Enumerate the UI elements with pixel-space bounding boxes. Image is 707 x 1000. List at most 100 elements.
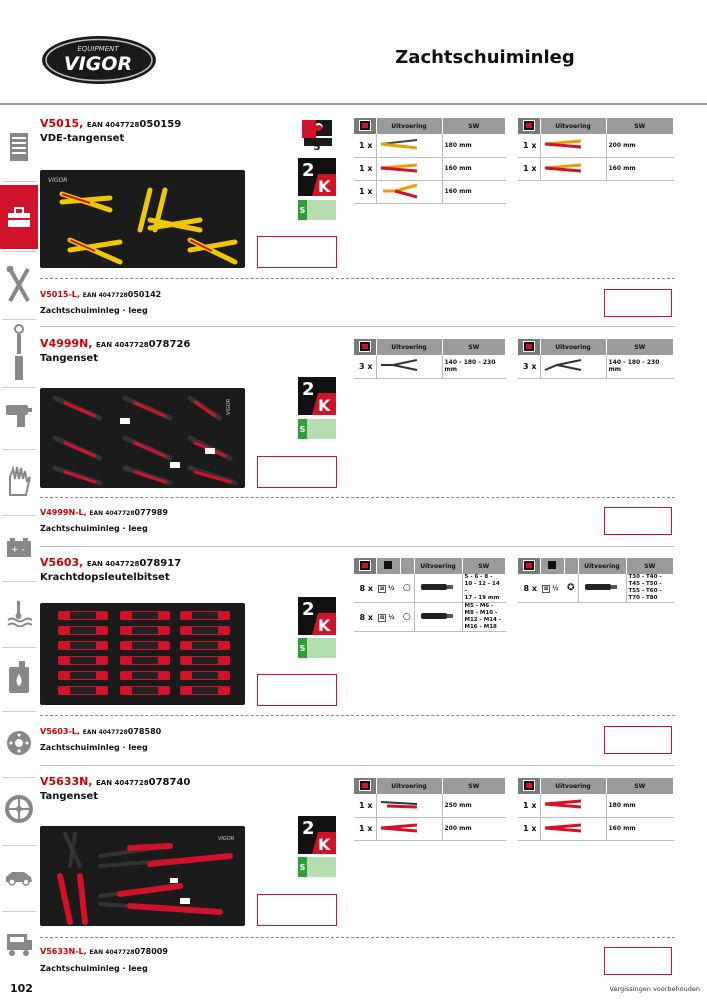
- sidebar-item-cabinets[interactable]: [0, 115, 38, 179]
- svg-text:2: 2: [302, 379, 315, 400]
- torx-socket-icon: ✪: [564, 574, 578, 603]
- hex-socket-icon: ○: [400, 574, 414, 603]
- coolant-icon: [7, 601, 32, 627]
- tool-icon: [522, 340, 535, 352]
- insert-name: Zachtschuiminleg · leeg: [40, 306, 148, 315]
- foam-type-badge: S: [298, 419, 336, 439]
- wheel-icon: [5, 795, 33, 823]
- impact-icon: ⊠: [542, 584, 551, 593]
- tool-icon: [522, 779, 535, 791]
- tray-image: VIGOR: [40, 826, 245, 926]
- pliers-icon: [544, 139, 581, 149]
- product-code-line: V5603, EAN 4047728078917: [40, 556, 182, 569]
- price-box: [257, 674, 337, 706]
- socket: [132, 642, 158, 649]
- price-box: [257, 894, 337, 926]
- header-rule: [0, 103, 707, 105]
- socket: [132, 687, 158, 694]
- insert-code-line: V4999N-L, EAN 4047728077989: [40, 508, 168, 517]
- socket: [132, 612, 158, 619]
- product-name: Tangenset: [40, 791, 98, 802]
- product-name: Tangenset: [40, 353, 98, 364]
- insert-name: Zachtschuiminleg · leeg: [40, 524, 148, 533]
- socket: [132, 672, 158, 679]
- truck-icon: [7, 934, 32, 956]
- battery-icon: + -: [7, 538, 31, 557]
- sidebar-item-foam-inlays[interactable]: [0, 185, 38, 249]
- socket: [70, 642, 96, 649]
- price-box: [604, 289, 672, 317]
- sidebar-item-pneumatic[interactable]: [0, 383, 38, 447]
- product-name: Krachtdopsleutelbitset: [40, 572, 170, 583]
- socket: [192, 687, 218, 694]
- price-box: [604, 947, 672, 975]
- svg-text:+ -: + -: [11, 545, 25, 555]
- svg-text:VIGOR: VIGOR: [48, 177, 67, 184]
- socket: [192, 672, 218, 679]
- insert-name: Zachtschuiminleg · leeg: [40, 743, 148, 752]
- impact-socket-icon: [420, 613, 453, 619]
- dashed-divider: [40, 278, 675, 279]
- sidebar-item-oil[interactable]: [0, 645, 38, 709]
- water-pump-pliers-icon: [380, 801, 417, 809]
- square-drive-icon: [548, 561, 556, 569]
- product-code: V5015: [40, 117, 80, 130]
- pliers-icon: [544, 163, 581, 172]
- sidebar-item-hand-tools[interactable]: [0, 253, 38, 317]
- svg-text:EQUIPMENT: EQUIPMENT: [77, 45, 119, 53]
- insert-code-line: V5633N-L, EAN 4047728078009: [40, 947, 168, 956]
- sidebar-item-workwear[interactable]: [0, 449, 38, 513]
- set-count: 5: [313, 142, 321, 153]
- sidebar-item-electrical[interactable]: + -: [0, 515, 38, 579]
- impact-socket-icon: [420, 584, 453, 590]
- svg-text:2: 2: [302, 160, 315, 181]
- circlip-pliers-icon: [380, 359, 417, 372]
- socket: [70, 687, 96, 694]
- sidebar-item-cooling[interactable]: [0, 581, 38, 645]
- sidebar-item-sockets[interactable]: [0, 321, 38, 385]
- page-title: Zachtschuiminleg: [395, 47, 575, 68]
- tray-image: VIGOR: [40, 388, 245, 488]
- socket: [192, 612, 218, 619]
- dashed-divider: [40, 497, 675, 498]
- wrench-screwdriver-icon: [6, 266, 30, 302]
- foam-type-badge: S: [298, 857, 336, 877]
- tray-image: [40, 603, 245, 705]
- svg-text:K: K: [318, 177, 331, 196]
- pliers-icon: [380, 139, 417, 150]
- pliers-icon: [382, 183, 417, 198]
- insert-code-line: V5015-L, EAN 4047728050142: [40, 290, 162, 299]
- circlip-pliers-icon: [544, 359, 581, 372]
- brake-disc-icon: [7, 731, 31, 755]
- sidebar-item-vehicle[interactable]: [0, 845, 38, 909]
- section-divider: [40, 326, 675, 327]
- tool-icon: [522, 119, 535, 131]
- price-box: [604, 726, 672, 754]
- price-box: [257, 456, 337, 488]
- svg-text:K: K: [318, 835, 331, 854]
- svg-text:VIGOR: VIGOR: [64, 53, 132, 75]
- tool-icon: [522, 559, 535, 571]
- socket: [132, 657, 158, 664]
- svg-text:VIGOR: VIGOR: [226, 398, 232, 415]
- price-box: [257, 236, 337, 268]
- sidebar-item-wheels[interactable]: [0, 777, 38, 841]
- dashed-divider: [40, 937, 675, 938]
- sidebar-item-commercial-vehicles[interactable]: [0, 913, 38, 977]
- impact-gun-icon: [6, 405, 32, 427]
- sidebar-item-brakes[interactable]: [0, 711, 38, 775]
- disclaimer: Vergissingen voorbehouden: [609, 985, 701, 993]
- svg-text:K: K: [318, 396, 331, 415]
- table-row: 8 x⊠ ½○5 - 6 - 8 -10 - 12 - 14 -17 - 19 …: [354, 574, 506, 603]
- impact-socket-icon: [584, 584, 617, 590]
- tool-icon: [358, 559, 371, 571]
